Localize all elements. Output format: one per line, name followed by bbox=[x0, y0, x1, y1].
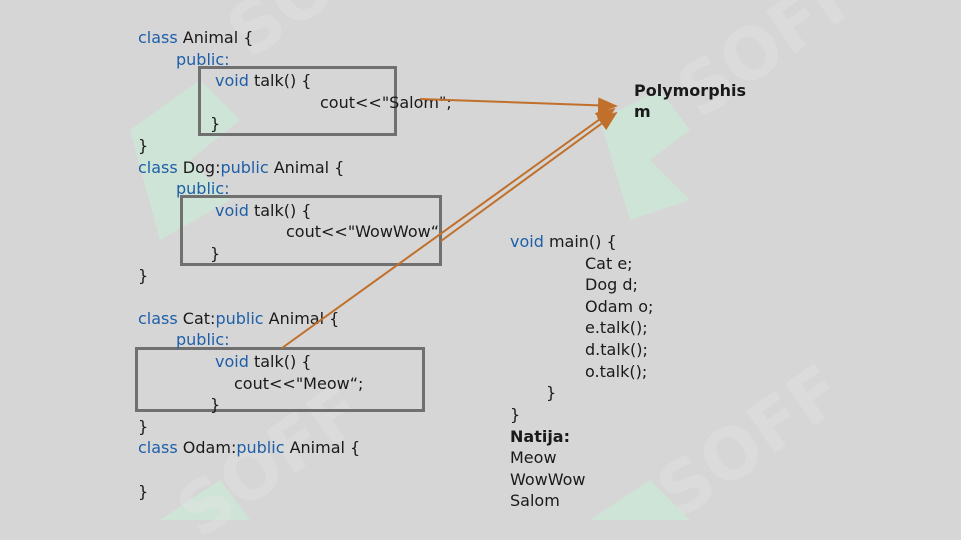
code-text: Animal { bbox=[284, 438, 361, 457]
main-line: Cat e; bbox=[585, 254, 633, 273]
keyword: class bbox=[138, 158, 178, 177]
keyword: class bbox=[138, 28, 178, 47]
arrow-cat bbox=[281, 107, 616, 349]
animal-method-close: } bbox=[210, 114, 221, 133]
main-decl: void main() { bbox=[510, 231, 617, 253]
cat-class-close: } bbox=[138, 417, 149, 436]
main-line: d.talk(); bbox=[585, 340, 648, 359]
keyword: void bbox=[215, 71, 249, 90]
dog-access: public: bbox=[176, 179, 230, 198]
animal-talk-box bbox=[198, 66, 397, 136]
keyword: public bbox=[215, 309, 264, 328]
cat-method-body: cout<<"Meow“; bbox=[234, 374, 364, 393]
keyword: void bbox=[510, 232, 544, 251]
odam-class-close: } bbox=[138, 482, 149, 501]
main-line: Odam o; bbox=[585, 297, 654, 316]
code-text: talk() { bbox=[248, 352, 312, 371]
code-text: main() { bbox=[543, 232, 617, 251]
animal-method-body: cout<<"Salom"; bbox=[320, 93, 452, 112]
cat-class-decl: class Cat:public Animal { bbox=[138, 308, 339, 330]
main-line: Dog d; bbox=[585, 275, 638, 294]
code-text: Odam: bbox=[177, 438, 237, 457]
code-text: talk() { bbox=[248, 71, 312, 90]
cat-method-decl: void talk() { bbox=[215, 351, 311, 373]
cat-access: public: bbox=[176, 330, 230, 349]
code-text: Cat: bbox=[177, 309, 216, 328]
result-line: WowWow bbox=[510, 470, 586, 489]
arrow-dog bbox=[440, 111, 618, 242]
code-text: Animal { bbox=[268, 158, 345, 177]
dog-class-decl: class Dog:public Animal { bbox=[138, 157, 344, 179]
dog-method-body: cout<<"WowWow“ bbox=[286, 222, 439, 241]
main-inner-close: } bbox=[546, 383, 557, 402]
main-line: e.talk(); bbox=[585, 318, 648, 337]
code-text: Dog: bbox=[177, 158, 221, 177]
result-label: Natija: bbox=[510, 427, 570, 446]
code-text: talk() { bbox=[248, 201, 312, 220]
dog-class-close: } bbox=[138, 266, 149, 285]
keyword: void bbox=[215, 352, 249, 371]
keyword: public bbox=[220, 158, 269, 177]
animal-method-decl: void talk() { bbox=[215, 70, 311, 92]
result-line: Meow bbox=[510, 448, 557, 467]
dog-method-close: } bbox=[210, 244, 221, 263]
result-line: Salom bbox=[510, 491, 560, 510]
animal-access: public: bbox=[176, 50, 230, 69]
dog-talk-box bbox=[180, 195, 442, 266]
keyword: void bbox=[215, 201, 249, 220]
dog-method-decl: void talk() { bbox=[215, 200, 311, 222]
cat-method-close: } bbox=[210, 395, 221, 414]
keyword: public bbox=[236, 438, 285, 457]
arrow-animal bbox=[419, 97, 618, 114]
slide-title: Polymorphism bbox=[634, 81, 747, 121]
main-outer-close: } bbox=[510, 405, 521, 424]
keyword: class bbox=[138, 309, 178, 328]
code-text: Animal { bbox=[177, 28, 254, 47]
animal-class-decl: class Animal { bbox=[138, 27, 253, 49]
cat-talk-box bbox=[135, 347, 425, 412]
keyword: class bbox=[138, 438, 178, 457]
code-text: Animal { bbox=[263, 309, 340, 328]
main-line: o.talk(); bbox=[585, 362, 648, 381]
animal-class-close: } bbox=[138, 136, 149, 155]
odam-class-decl: class Odam:public Animal { bbox=[138, 437, 360, 459]
